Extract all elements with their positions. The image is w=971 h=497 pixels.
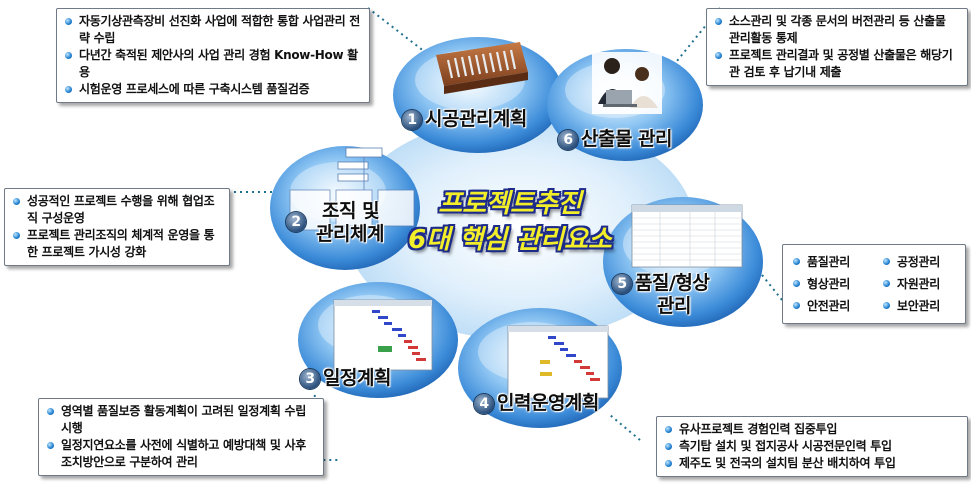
list-item: 자동기상관측장비 선진화 사업에 적합한 통합 사업관리 전략 수립	[65, 13, 361, 47]
bullet-icon	[883, 302, 890, 309]
number-badge-2: 2	[286, 212, 306, 232]
center-title-line1: 프로젝트추진	[438, 189, 582, 219]
list-item: 측기탑 설치 및 접지공사 시공전문인력 투입	[665, 438, 959, 455]
node-label-1-text: 시공관리계획	[425, 108, 527, 130]
list-item: 자원관리	[883, 273, 955, 295]
people-image	[592, 52, 662, 114]
list-item: 소스관리 및 각종 문서의 버전관리 등 산출물 관리활동 통제	[715, 13, 959, 47]
number-badge-4: 4	[474, 393, 494, 414]
gantt-chart-image-1	[333, 299, 433, 371]
node-label-3-text: 일정계획	[323, 367, 391, 389]
output-description-box: 소스관리 및 각종 문서의 버전관리 등 산출물 관리활동 통제 프로젝트 관리…	[706, 8, 968, 86]
bullet-icon	[793, 302, 800, 309]
node-label-2: 2 조직 및 관리체계	[286, 200, 384, 246]
quality-item-grid: 품질관리 공정관리 형상관리 자원관리 안전관리 보안관리	[793, 251, 955, 317]
number-badge-3: 3	[300, 368, 320, 389]
center-hub	[345, 116, 695, 340]
center-title-line2: 6대 핵심 관리요소	[408, 225, 612, 255]
bullet-icon	[65, 18, 72, 25]
number-badge-1: 1	[402, 109, 422, 130]
bullet-icon	[65, 86, 72, 93]
list-item: 시험운영 프로세스에 따른 구축시스템 품질검증	[65, 81, 361, 98]
bullet-icon	[883, 258, 890, 265]
bullet-icon	[665, 443, 672, 450]
bullet-icon	[65, 52, 72, 59]
gantt-chart-image-2	[507, 325, 609, 399]
bullet-icon	[793, 280, 800, 287]
file-tray-image	[436, 42, 528, 94]
node-label-4-text: 인력운영계획	[497, 392, 599, 414]
list-item: 일정지연요소를 사전에 식별하고 예방대책 및 사후 조치방안으로 구분하여 관…	[47, 437, 315, 471]
node-label-6-text: 산출물 관리	[581, 128, 673, 150]
list-item: 공정관리	[883, 251, 955, 273]
bullet-icon	[665, 426, 672, 433]
table-image	[631, 204, 743, 268]
schedule-description-box: 영역별 품질보증 활동계획이 고려된 일정계획 수립시행 일정지연요소를 사전에…	[38, 398, 324, 476]
bullet-icon	[47, 408, 54, 415]
center-title: 프로젝트추진 6대 핵심 관리요소	[380, 186, 640, 258]
list-item: 안전관리	[793, 295, 865, 317]
org-description-box: 성공적인 프로젝트 수행을 위해 협업조직 구성운영 프로젝트 관리조직의 체계…	[4, 188, 230, 266]
node-label-5-line1: 품질/형상	[635, 272, 710, 294]
node-label-2-line2: 관리체계	[316, 223, 384, 245]
list-item: 프로젝트 관리결과 및 공정별 산출물은 해당기관 검토 후 납기내 제출	[715, 47, 959, 81]
bullet-icon	[665, 460, 672, 467]
list-item: 프로젝트 관리조직의 체계적 운영을 통한 프로젝트 가시성 강화	[13, 227, 221, 261]
list-item: 성공적인 프로젝트 수행을 위해 협업조직 구성운영	[13, 193, 221, 227]
bullet-icon	[715, 52, 722, 59]
bullet-icon	[715, 18, 722, 25]
plan-description-box: 자동기상관측장비 선진화 사업에 적합한 통합 사업관리 전략 수립 다년간 축…	[56, 8, 370, 103]
bullet-icon	[13, 198, 20, 205]
list-item: 유사프로젝트 경험인력 집중투입	[665, 421, 959, 438]
list-item: 품질관리	[793, 251, 865, 273]
list-item: 영역별 품질보증 활동계획이 고려된 일정계획 수립시행	[47, 403, 315, 437]
number-badge-6: 6	[558, 129, 578, 150]
bullet-icon	[793, 258, 800, 265]
node-label-2-line1: 조직 및	[322, 200, 380, 222]
list-item: 형상관리	[793, 273, 865, 295]
quality-description-box: 품질관리 공정관리 형상관리 자원관리 안전관리 보안관리	[782, 244, 966, 324]
number-badge-5: 5	[612, 273, 632, 294]
bullet-icon	[47, 442, 54, 449]
staff-description-box: 유사프로젝트 경험인력 집중투입 측기탑 설치 및 접지공사 시공전문인력 투입…	[656, 416, 968, 477]
node-label-5-line2: 관리	[657, 295, 691, 317]
bullet-icon	[883, 280, 890, 287]
bullet-icon	[13, 232, 20, 239]
list-item: 보안관리	[883, 295, 955, 317]
list-item: 제주도 및 전국의 설치팀 분산 배치하여 투입	[665, 455, 959, 472]
list-item: 다년간 축적된 제안사의 사업 관리 경험 Know-How 활용	[65, 47, 361, 81]
